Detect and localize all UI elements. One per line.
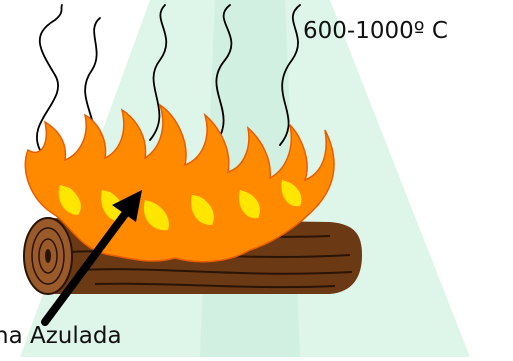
flame-label: na Azulada	[0, 323, 122, 349]
temperature-label: 600-1000º C	[303, 18, 448, 44]
